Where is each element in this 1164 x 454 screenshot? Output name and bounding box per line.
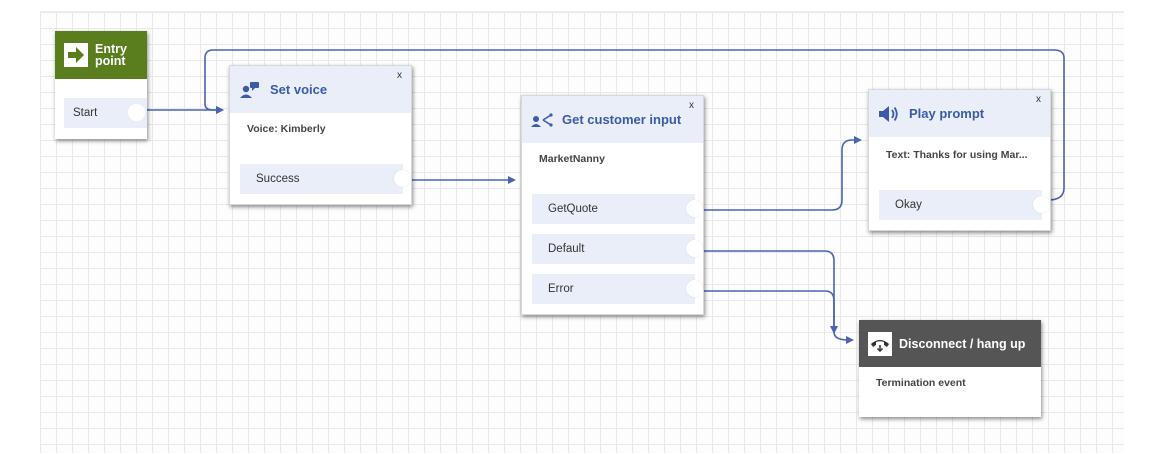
getquote-branch-label: GetQuote	[548, 203, 598, 215]
disconnect-block[interactable]: Disconnect / hang up Termination event	[859, 320, 1041, 417]
start-branch[interactable]: Start	[64, 98, 147, 128]
get-customer-input-detail: MarketNanny	[539, 153, 605, 165]
error-branch-label: Error	[548, 283, 574, 295]
disconnect-header: Disconnect / hang up	[859, 320, 1041, 367]
entry-point-header: Entry point	[55, 31, 147, 79]
okay-branch[interactable]: Okay	[879, 190, 1050, 220]
start-branch-label: Start	[73, 107, 98, 119]
play-prompt-detail: Text: Thanks for using Mar...	[886, 149, 1028, 161]
error-branch[interactable]: Error	[532, 274, 703, 304]
play-prompt-close-button[interactable]: x	[1036, 94, 1041, 105]
entry-point-block[interactable]: Entry point Start	[55, 31, 147, 139]
start-port[interactable]	[128, 104, 145, 121]
get-customer-input-close-button[interactable]: x	[689, 100, 694, 111]
success-port[interactable]	[394, 170, 411, 187]
disconnect-title: Disconnect / hang up	[899, 336, 1026, 351]
set-voice-block[interactable]: Set voice x Voice: Kimberly Success	[229, 65, 412, 205]
entry-point-title: Entry point	[95, 42, 127, 68]
link-getquote-to-play-prompt	[700, 136, 862, 211]
set-voice-close-button[interactable]: x	[397, 70, 402, 81]
set-voice-detail: Voice: Kimberly	[247, 123, 326, 135]
branch-icon	[531, 109, 553, 131]
link-default-to-disconnect	[700, 250, 838, 334]
okay-branch-label: Okay	[895, 199, 922, 211]
hangup-phone-icon	[868, 331, 892, 356]
success-branch[interactable]: Success	[240, 164, 411, 194]
arrow-right-icon	[64, 43, 88, 67]
link-okay-to-set-voice	[204, 49, 1065, 201]
get-customer-input-title: Get customer input	[562, 112, 682, 127]
disconnect-detail: Termination event	[876, 377, 966, 389]
okay-port[interactable]	[1033, 196, 1050, 213]
get-customer-input-block[interactable]: Get customer input x MarketNanny GetQuot…	[521, 95, 704, 315]
set-voice-title: Set voice	[270, 82, 328, 97]
error-port[interactable]	[686, 280, 703, 297]
set-voice-header: Set voice x	[230, 66, 411, 113]
success-branch-label: Success	[256, 173, 300, 185]
getquote-branch[interactable]: GetQuote	[532, 194, 703, 224]
getquote-port[interactable]	[686, 200, 703, 217]
play-prompt-header: Play prompt x	[869, 90, 1050, 137]
speaker-icon	[878, 103, 900, 125]
link-error-to-disconnect	[700, 290, 854, 344]
set-voice-icon	[239, 79, 261, 101]
default-port[interactable]	[686, 240, 703, 257]
default-branch-label: Default	[548, 243, 585, 255]
play-prompt-block[interactable]: Play prompt x Text: Thanks for using Mar…	[868, 89, 1051, 231]
default-branch[interactable]: Default	[532, 234, 703, 264]
get-customer-input-header: Get customer input x	[522, 96, 703, 143]
play-prompt-title: Play prompt	[909, 106, 985, 121]
